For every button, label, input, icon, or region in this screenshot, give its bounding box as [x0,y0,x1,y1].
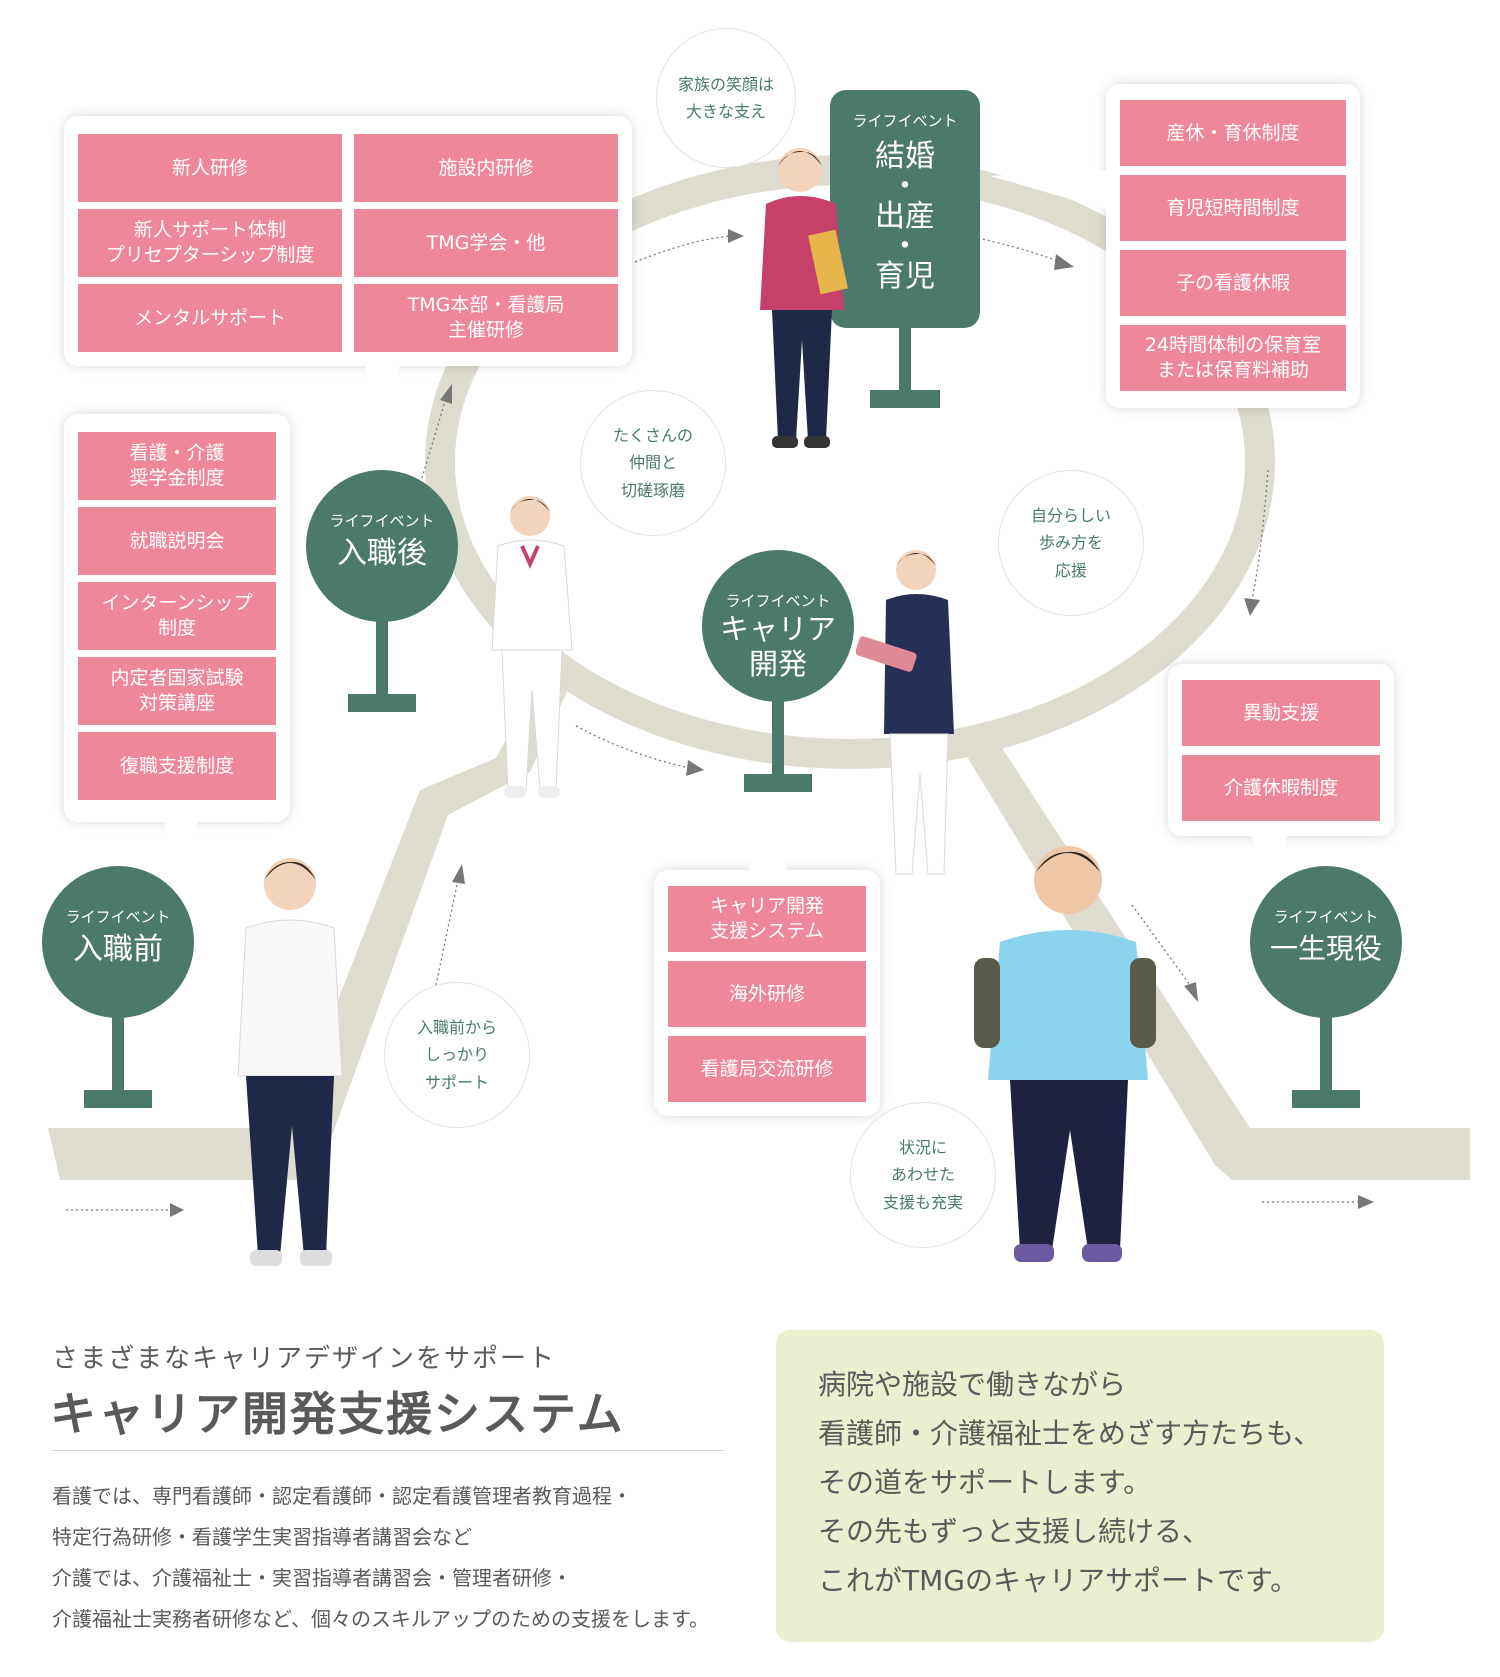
sign-title: 一生現役 [1269,932,1382,965]
message-line: その道をサポートします。 [818,1466,1152,1499]
training-item: TMG学会・他 [354,209,618,277]
childcare-item: 産休・育休制度 [1120,100,1346,166]
sign-small-label: ライフイベント [65,908,171,926]
title-divider [52,1450,724,1451]
person-nurse-career [856,550,954,875]
person-nurse-marriage [760,148,848,448]
road-exit [960,745,1470,1180]
childcare-box-tail [990,170,1108,210]
bubble-own-way: 自分らしい 歩み方を 応援 [998,470,1144,616]
lifelong-box: 異動支援 介護休暇制度 [1168,664,1394,836]
career-item: 看護局交流研修 [668,1036,866,1102]
sign-small-label: ライフイベント [725,592,831,610]
career-item: キャリア開発 支援システム [668,886,866,952]
career-box-tail [748,818,788,872]
description-line: 看護では、専門看護師・認定看護師・認定看護管理者教育過程・ [52,1484,632,1508]
sign-small-label: ライフイベント [852,112,958,130]
prehire-item: 復職支援制度 [78,732,276,800]
sign-title: 入職後 [337,536,427,571]
training-item: TMG本部・看護局 主催研修 [354,284,618,352]
message-line: 看護師・介護福祉士をめざす方たちも、 [818,1417,1322,1450]
training-item: メンタルサポート [78,284,342,352]
training-box: 新人研修 施設内研修 新人サポート体制 プリセプターシップ制度 TMG学会・他 … [64,116,632,366]
career-item: 海外研修 [668,961,866,1027]
lifelong-box-tail [1250,832,1288,890]
childcare-item: 子の看護休暇 [1120,250,1346,316]
sign-title: キャリア 開発 [719,612,836,681]
bubble-prehire: 入職前から しっかり サポート [384,982,530,1128]
person-caregiver [974,846,1156,1262]
sign-title: 結婚 ・ 出産 ・ 育児 [875,139,935,294]
prehire-box: 看護・介護 奨学金制度 就職説明会 インターンシップ 制度 内定者国家試験 対策… [64,414,290,822]
road-entry [48,662,576,1180]
prehire-item: 就職説明会 [78,507,276,575]
sign-title: 入職前 [73,932,163,967]
description-line: 介護福祉士実務者研修など、個々のスキルアップのための支援をします。 [52,1607,709,1631]
prehire-item: 内定者国家試験 対策講座 [78,657,276,725]
prehire-box-tail [164,818,200,874]
training-item: 新人研修 [78,134,342,202]
section-subtitle: さまざまなキャリアデザインをサポート [52,1344,557,1374]
career-box: キャリア開発 支援システム 海外研修 看護局交流研修 [654,870,880,1116]
training-item: 施設内研修 [354,134,618,202]
section-title: キャリア開発支援システム [50,1387,625,1441]
training-item: 新人サポート体制 プリセプターシップ制度 [78,209,342,277]
prehire-item: インターンシップ 制度 [78,582,276,650]
message-line: これがTMGのキャリアサポートです。 [818,1564,1299,1597]
description-line: 特定行為研修・看護学生実習指導者講習会など [52,1525,472,1549]
training-box-tail [364,362,400,450]
message-panel: 病院や施設で働きながら 看護師・介護福祉士をめざす方たちも、 その道をサポートし… [776,1330,1384,1642]
bubble-friends: たくさんの 仲間と 切磋琢磨 [580,390,726,536]
section-description: 看護では、専門看護師・認定看護師・認定看護管理者教育過程・ 特定行為研修・看護学… [52,1476,752,1640]
childcare-item: 24時間体制の保育室 または保育料補助 [1120,325,1346,391]
message-line: その先もずっと支援し続ける、 [818,1515,1211,1548]
person-nurse-before [237,858,343,1266]
sign-small-label: ライフイベント [1273,908,1379,926]
lifelong-item: 異動支援 [1182,680,1380,746]
bubble-family: 家族の笑顔は 大きな支え [656,28,796,168]
lifelong-item: 介護休暇制度 [1182,755,1380,821]
prehire-item: 看護・介護 奨学金制度 [78,432,276,500]
description-line: 介護では、介護福祉士・実習指導者講習会・管理者研修・ [52,1566,572,1590]
bubble-situation: 状況に あわせた 支援も充実 [850,1102,996,1248]
person-nurse-after [491,496,573,798]
childcare-box: 産休・育休制度 育児短時間制度 子の看護休暇 24時間体制の保育室 または保育料… [1106,84,1360,408]
message-line: 病院や施設で働きながら [818,1368,1127,1401]
childcare-item: 育児短時間制度 [1120,175,1346,241]
sign-small-label: ライフイベント [329,512,435,530]
